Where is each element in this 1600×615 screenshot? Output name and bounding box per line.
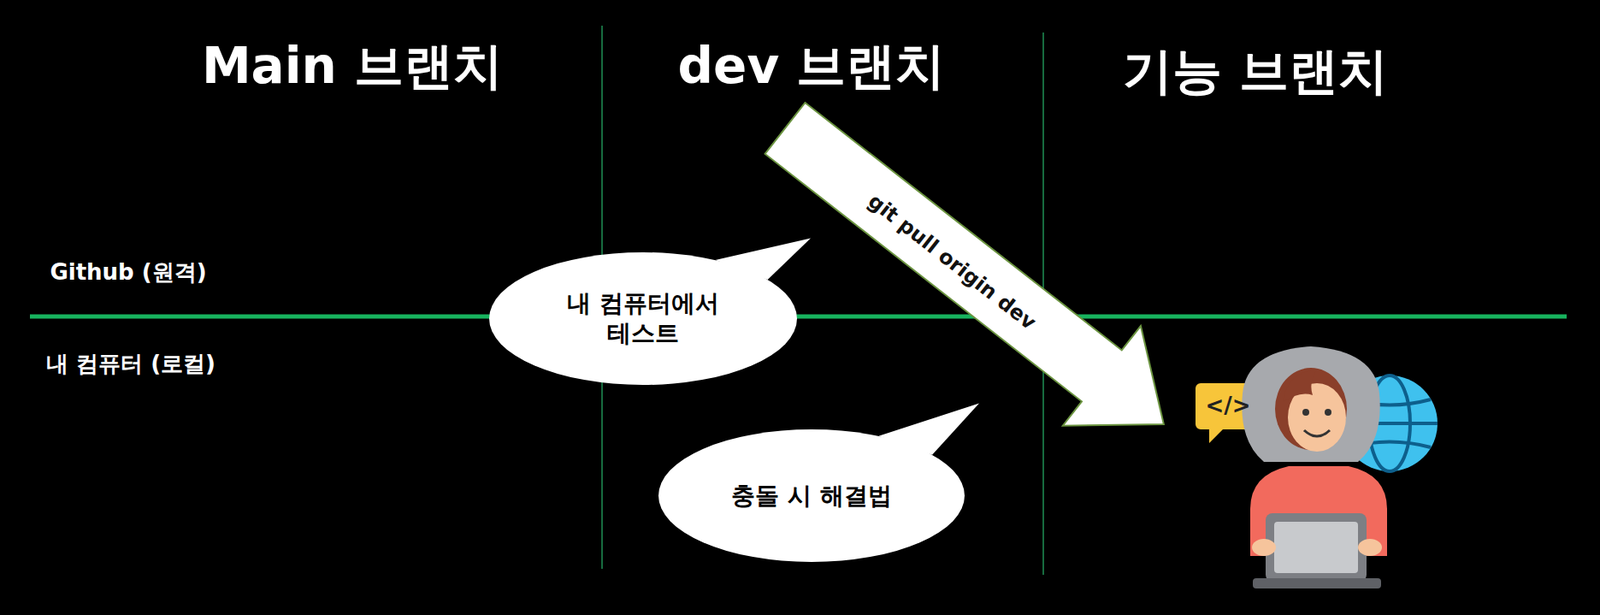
column-header: dev 브랜치: [678, 33, 946, 101]
bubble-text: 충돌 시 해결법: [731, 480, 892, 511]
bubble-ellipse: [489, 252, 798, 385]
row-label: 내 컴퓨터 (로컬): [46, 348, 216, 379]
speech-bubble: 충돌 시 해결법: [658, 429, 965, 562]
bubble-text: 내 컴퓨터에서 테스트: [557, 288, 729, 349]
pull-arrow: [745, 78, 1203, 475]
code-icon-text: </>: [1204, 392, 1251, 419]
bubble-ellipse: [658, 429, 965, 562]
column-header: Main 브랜치: [201, 33, 503, 101]
row-divider: [29, 314, 1567, 319]
bubble-outline: [489, 252, 798, 385]
column-header: 기능 브랜치: [1122, 38, 1388, 106]
arrow-label: git pull origin dev: [862, 188, 1040, 335]
row-label: Github (원격): [49, 257, 207, 288]
speech-bubble: 내 컴퓨터에서 테스트: [489, 252, 798, 385]
developer-illustration: [1195, 346, 1438, 589]
